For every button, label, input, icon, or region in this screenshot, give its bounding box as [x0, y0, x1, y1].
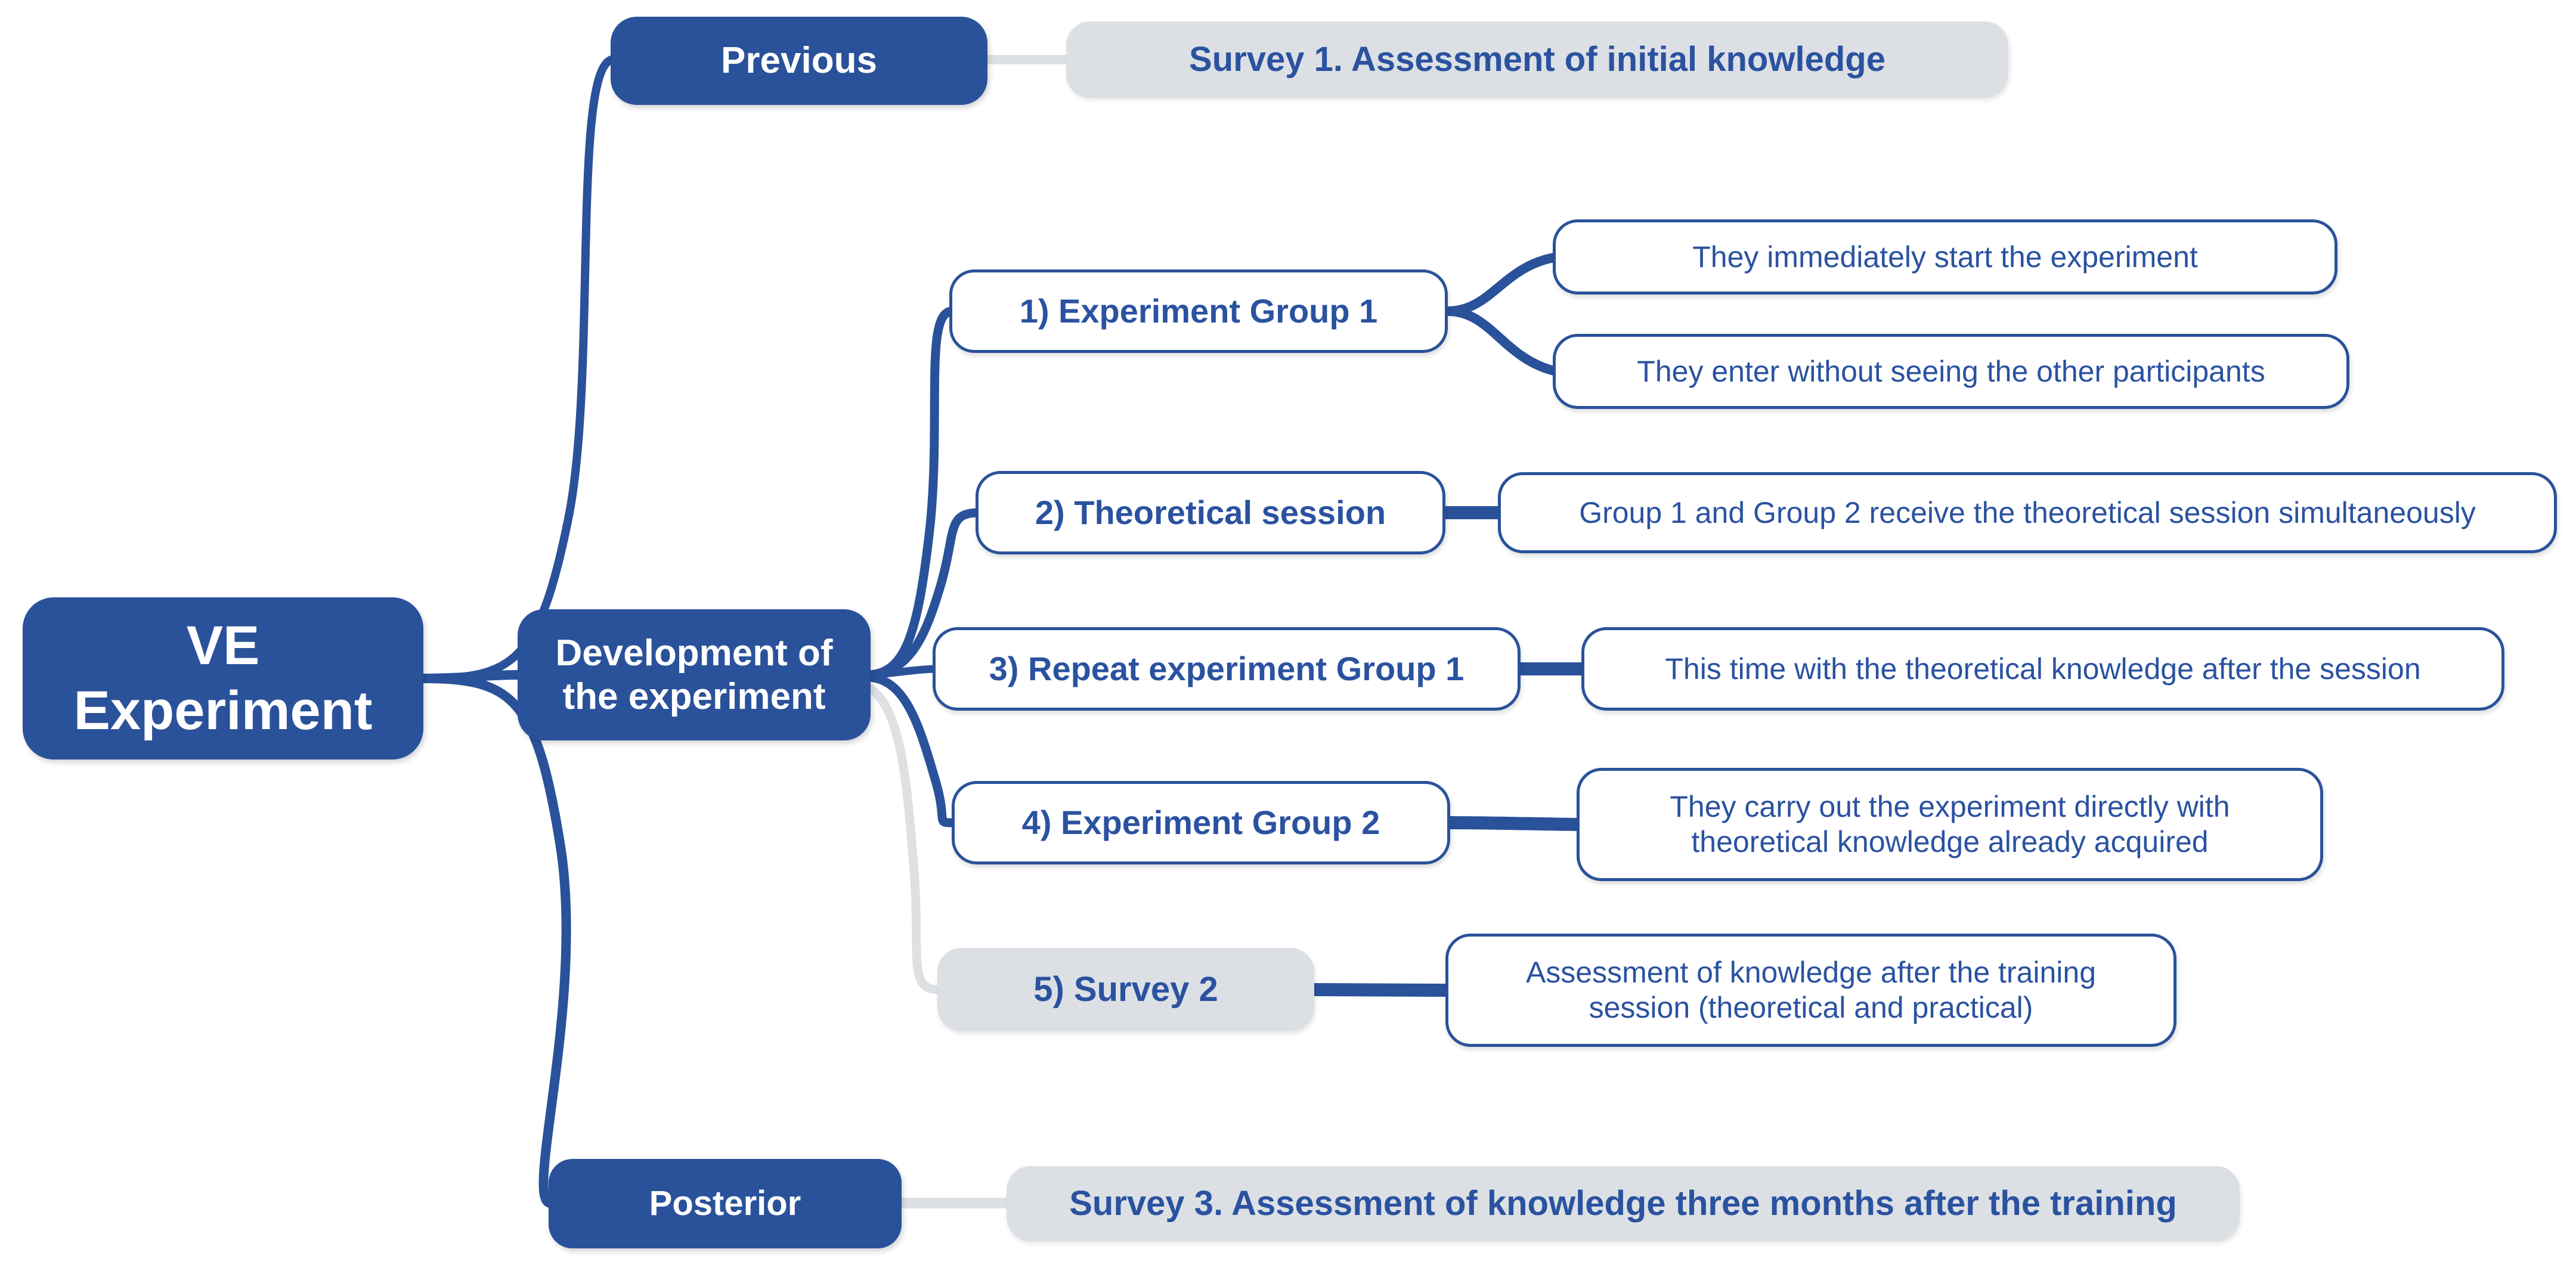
- leaf-node-survey-1[interactable]: Survey 1. Assessment of initial knowledg…: [1066, 21, 2008, 98]
- detail-node-enter-unseen-label: They enter without seeing the other part…: [1637, 354, 2265, 388]
- link-development-step4: [865, 672, 959, 827]
- step-node-theoretical-session[interactable]: 2) Theoretical session: [976, 471, 1445, 554]
- step-node-survey-2-label: 5) Survey 2: [1033, 969, 1218, 1009]
- link-development-step5: [861, 681, 943, 994]
- detail-node-direct-with-knowledge-label: They carry out the experiment directly w…: [1670, 790, 2230, 858]
- leaf-node-survey-3-label: Survey 3. Assessment of knowledge three …: [1069, 1183, 2177, 1223]
- detail-node-direct-with-knowledge[interactable]: They carry out the experiment directly w…: [1577, 768, 2323, 881]
- step-node-experiment-group-1-label: 1) Experiment Group 1: [1019, 292, 1378, 330]
- link-step4-s4d1: [1444, 816, 1584, 831]
- detail-node-after-session-knowledge[interactable]: This time with the theoretical knowledge…: [1581, 627, 2504, 711]
- detail-node-post-training-assessment-label: Assessment of knowledge after the traini…: [1525, 956, 2097, 1024]
- detail-node-simultaneous-session[interactable]: Group 1 and Group 2 receive the theoreti…: [1498, 472, 2557, 553]
- detail-node-post-training-assessment[interactable]: Assessment of knowledge after the traini…: [1445, 934, 2176, 1047]
- detail-node-enter-unseen[interactable]: They enter without seeing the other part…: [1553, 334, 2349, 409]
- link-root-previous: [419, 55, 616, 683]
- link-development-step1: [865, 306, 956, 680]
- detail-node-after-session-knowledge-label: This time with the theoretical knowledge…: [1665, 652, 2421, 686]
- step-node-experiment-group-2-label: 4) Experiment Group 2: [1021, 803, 1380, 841]
- branch-node-posterior-label: Posterior: [649, 1183, 801, 1223]
- branch-node-previous[interactable]: Previous: [611, 17, 987, 105]
- step-node-experiment-group-1[interactable]: 1) Experiment Group 1: [949, 269, 1448, 353]
- step-node-experiment-group-2[interactable]: 4) Experiment Group 2: [952, 781, 1450, 864]
- leaf-node-survey-3[interactable]: Survey 3. Assessment of knowledge three …: [1007, 1166, 2240, 1241]
- step-node-repeat-experiment-group-1[interactable]: 3) Repeat experiment Group 1: [933, 627, 1521, 711]
- step-node-repeat-experiment-group-1-label: 3) Repeat experiment Group 1: [989, 649, 1465, 687]
- branch-node-posterior[interactable]: Posterior: [549, 1159, 902, 1248]
- link-root-posterior: [419, 674, 571, 1208]
- detail-node-simultaneous-session-label: Group 1 and Group 2 receive the theoreti…: [1579, 495, 2476, 529]
- branch-node-previous-label: Previous: [721, 40, 877, 82]
- detail-node-immediate-start[interactable]: They immediately start the experiment: [1553, 219, 2337, 295]
- step-node-theoretical-session-label: 2) Theoretical session: [1035, 493, 1386, 531]
- step-node-survey-2[interactable]: 5) Survey 2: [937, 948, 1314, 1031]
- detail-node-immediate-start-label: They immediately start the experiment: [1692, 240, 2198, 274]
- link-development-step2: [865, 508, 982, 680]
- link-step1-s1d1: [1443, 253, 1559, 316]
- leaf-node-survey-1-label: Survey 1. Assessment of initial knowledg…: [1189, 39, 1885, 79]
- link-step1-s1d2: [1443, 306, 1559, 376]
